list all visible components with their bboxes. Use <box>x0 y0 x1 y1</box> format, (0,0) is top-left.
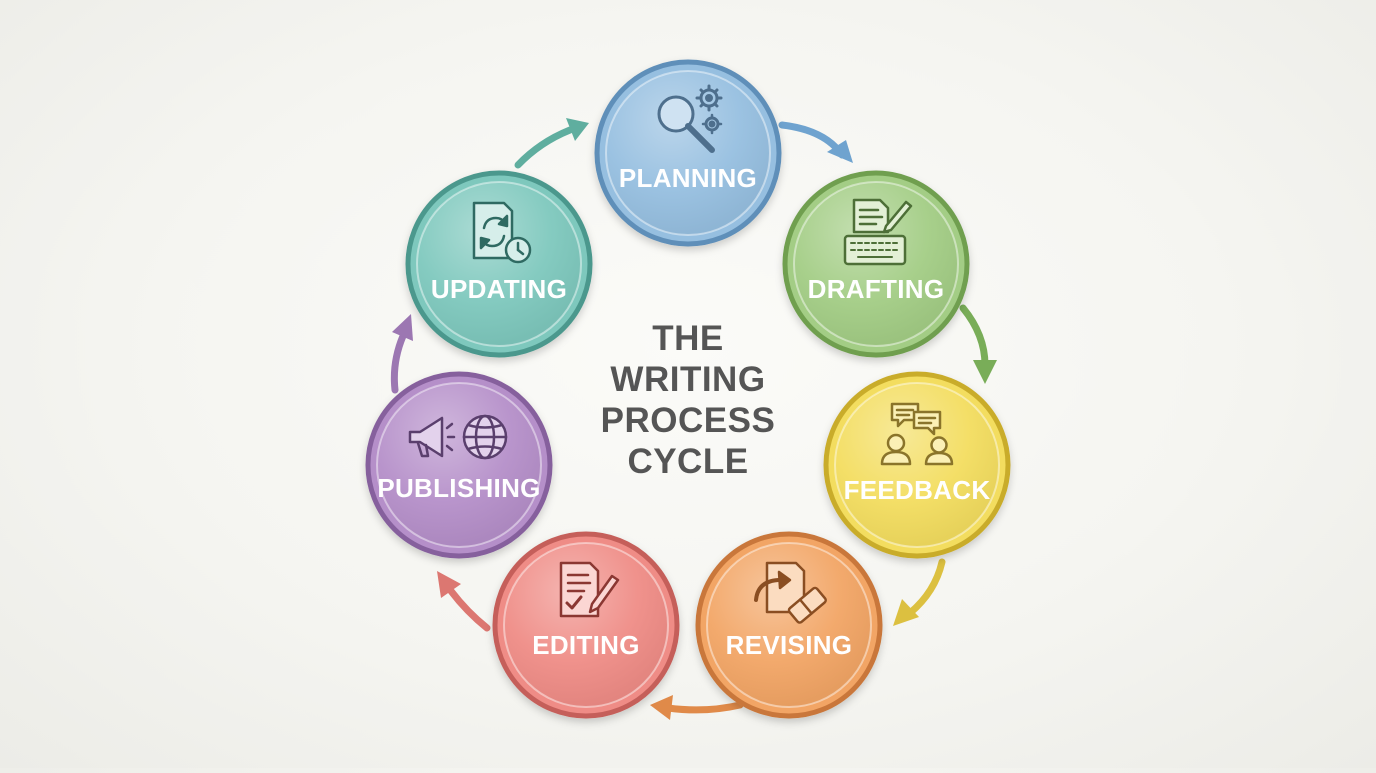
stage-label-publishing: PUBLISHING <box>377 473 540 503</box>
title-line: CYCLE <box>627 442 749 481</box>
stage-node-planning: PLANNING <box>594 59 782 247</box>
document-pen-keyboard-icon <box>843 198 913 266</box>
document-refresh-clock-icon <box>472 201 532 264</box>
stage-node-revising: REVISING <box>695 531 883 719</box>
people-speech-bubbles-icon <box>880 402 954 466</box>
megaphone-globe-icon <box>408 414 508 460</box>
title-line: WRITING <box>610 360 766 399</box>
stage-label-feedback: FEEDBACK <box>844 475 991 505</box>
arrow-updating-to-planning <box>514 118 589 169</box>
stage-node-feedback: FEEDBACK <box>823 371 1011 559</box>
arrow-publishing-to-updating <box>390 314 413 394</box>
title-line: THE <box>652 319 724 358</box>
document-arrow-eraser-icon <box>754 561 827 624</box>
arrow-revising-to-editing <box>650 695 744 720</box>
stage-node-editing: EDITING <box>492 531 680 719</box>
arrow-drafting-to-feedback <box>959 304 997 384</box>
stage-node-publishing: PUBLISHING <box>365 371 553 559</box>
cycle-arrows <box>390 118 997 720</box>
diagram-title: THE WRITING PROCESS CYCLE <box>588 318 788 482</box>
arrow-planning-to-drafting <box>778 121 853 163</box>
stage-node-updating: UPDATING <box>405 170 593 358</box>
stage-label-planning: PLANNING <box>619 163 757 193</box>
stage-label-editing: EDITING <box>532 630 640 660</box>
arrow-feedback-to-revising <box>893 558 946 626</box>
title-line: PROCESS <box>600 401 776 440</box>
stage-label-drafting: DRAFTING <box>808 274 945 304</box>
arrow-editing-to-publishing <box>437 571 491 632</box>
stage-node-drafting: DRAFTING <box>782 170 970 358</box>
magnifier-gears-icon <box>657 84 723 153</box>
stage-label-revising: REVISING <box>726 630 853 660</box>
stage-label-updating: UPDATING <box>431 274 567 304</box>
checklist-pencil-icon <box>559 561 620 618</box>
